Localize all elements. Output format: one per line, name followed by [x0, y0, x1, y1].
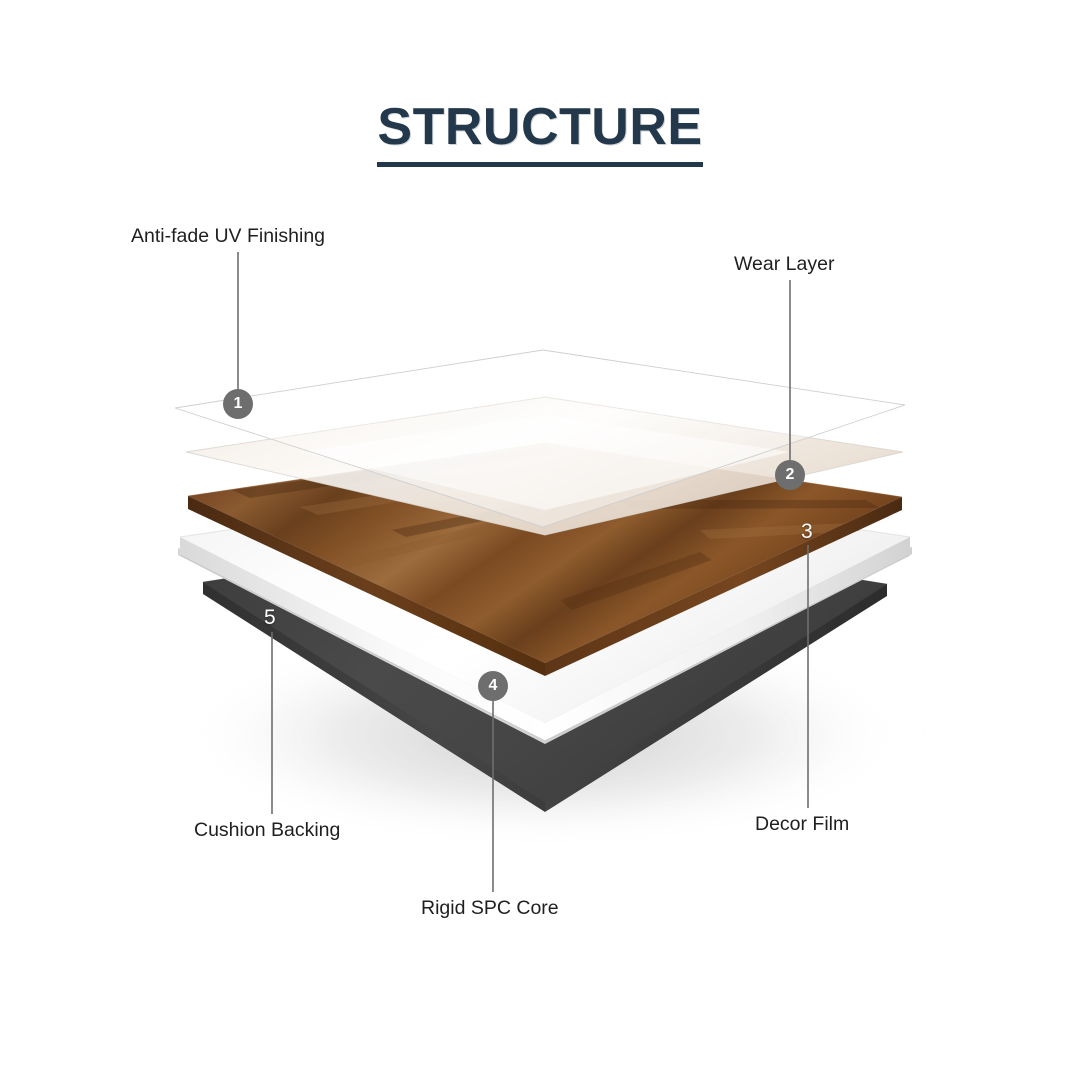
label-rigid-spc-core: Rigid SPC Core: [421, 897, 559, 919]
page-title-container: STRUCTURE: [0, 66, 1080, 202]
callout-leader-lines: [237, 252, 809, 892]
layer-anti-fade-uv-finishing: [174, 349, 906, 528]
page-title: STRUCTURE: [377, 101, 703, 167]
label-decor-film: Decor Film: [755, 813, 850, 835]
layer-decor-film: [187, 442, 903, 676]
badge-number-5: 5: [264, 606, 276, 629]
label-anti-fade-uv-finishing: Anti-fade UV Finishing: [131, 225, 326, 247]
badge-number-1: 1: [223, 389, 253, 419]
label-cushion-backing: Cushion Backing: [194, 819, 341, 841]
badge-number-4: 4: [478, 671, 508, 701]
badge-number-3: 3: [801, 520, 813, 543]
layer-wear-layer: [185, 396, 904, 536]
badge-number-2: 2: [775, 460, 805, 490]
label-wear-layer: Wear Layer: [734, 253, 835, 275]
